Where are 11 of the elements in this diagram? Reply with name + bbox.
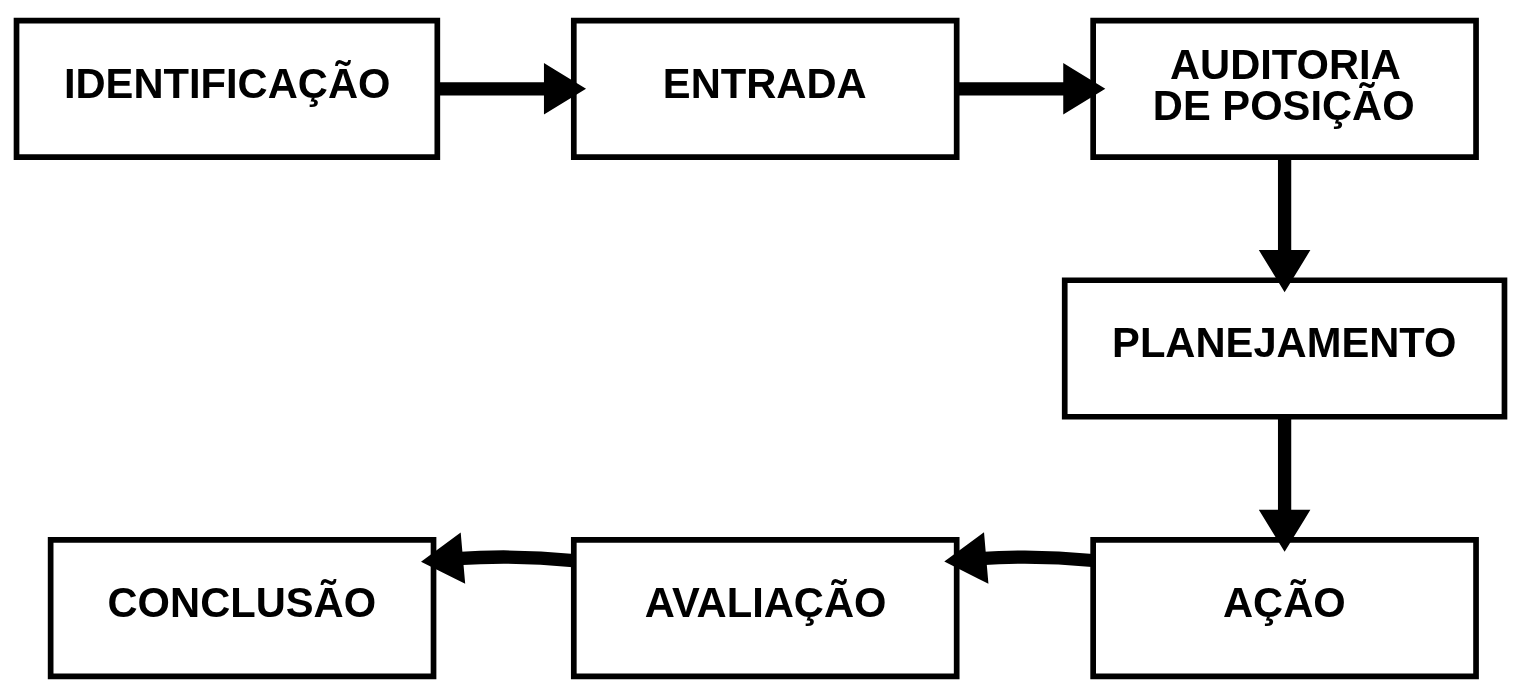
- arrow: [956, 62, 1106, 115]
- node-box: AÇÃO: [1090, 536, 1479, 679]
- node-box: ENTRADA: [570, 17, 960, 160]
- arrow: [1258, 416, 1311, 552]
- arrow: [437, 62, 587, 115]
- node-box: IDENTIFICAÇÃO: [13, 17, 441, 160]
- node-box: PLANEJAMENTO: [1061, 276, 1508, 420]
- node-box: AUDITORIA DE POSIÇÃO: [1090, 17, 1479, 160]
- arrow: [944, 531, 1094, 584]
- node-box: CONCLUSÃO: [47, 536, 437, 679]
- node-box: AVALIAÇÃO: [570, 536, 960, 679]
